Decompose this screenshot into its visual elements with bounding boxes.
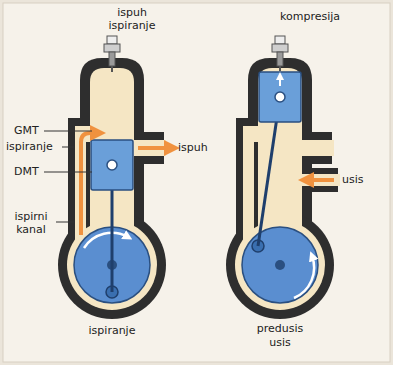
part-label: ispuh (117, 6, 147, 19)
part-label: usis (342, 173, 364, 186)
right-engine (226, 36, 340, 319)
part-label: predusis (257, 322, 304, 335)
part-label: DMT (14, 165, 39, 178)
part-label: GMT (14, 124, 39, 137)
part-label: usis (269, 336, 291, 349)
part-label: ispuh (178, 141, 208, 154)
part-label: ispirni kanal (6, 210, 56, 236)
left-engine (44, 36, 172, 319)
part-label: kompresija (280, 10, 340, 23)
part-label: ispiranje (89, 324, 136, 337)
part-label: ispiranje (109, 19, 156, 32)
part-label: ispiranje (6, 140, 53, 153)
